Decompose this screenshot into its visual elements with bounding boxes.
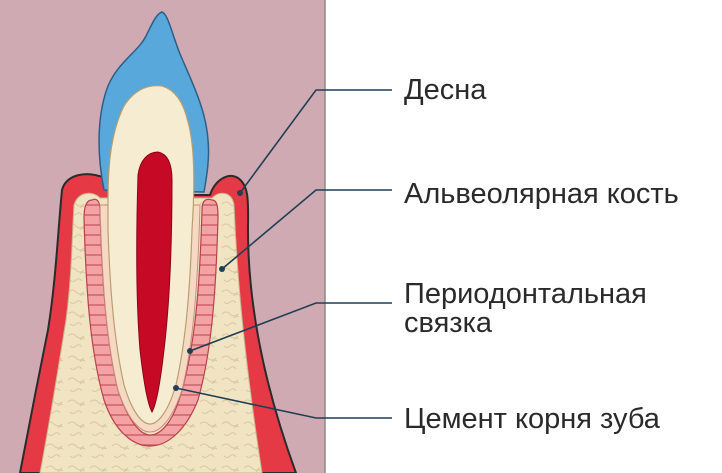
leader-dot-ligament [187, 348, 193, 354]
leader-dot-gum [237, 190, 243, 196]
label-root-cement: Цемент корня зуба [404, 403, 660, 435]
leader-line-gum [239, 89, 392, 194]
label-alveolar-bone: Альвеолярная кость [404, 178, 679, 210]
leader-lines [175, 89, 392, 419]
label-periodontal-ligament: Периодонтальная связка [404, 280, 647, 338]
label-periodontal-ligament-line2: связка [404, 307, 493, 339]
leader-line-cement [175, 387, 392, 419]
label-periodontal-ligament-line1: Периодонтальная [404, 278, 647, 310]
leader-line-ligament [189, 302, 392, 352]
leader-line-bone [221, 189, 392, 270]
label-gum: Десна [404, 74, 487, 106]
leader-dots [173, 190, 243, 391]
leader-dot-cement [173, 385, 179, 391]
pulp [136, 151, 173, 414]
leader-dot-bone [219, 266, 225, 272]
